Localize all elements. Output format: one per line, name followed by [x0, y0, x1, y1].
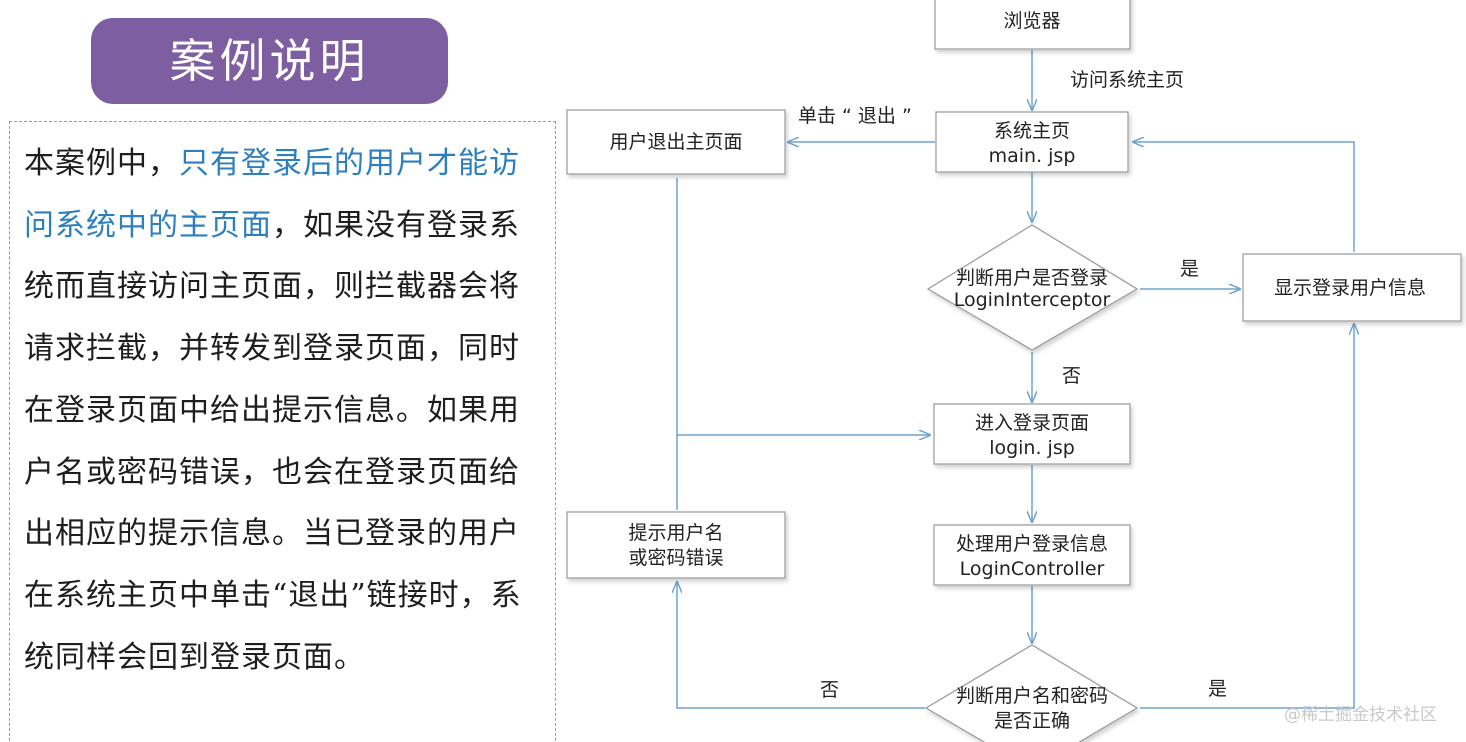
node-process-login — [933, 524, 1131, 586]
description-part1: 本案例中， — [24, 146, 179, 181]
no-label-1: 否 — [1062, 365, 1081, 387]
check-password-label-line1: 判断用户名和密码 — [956, 685, 1108, 707]
node-check-password — [924, 644, 1139, 742]
logout-page-label: 用户退出主页面 — [609, 131, 742, 153]
no-label-2: 否 — [820, 679, 839, 701]
arrow-check-pwd-to-show-info — [1140, 324, 1354, 709]
slide-title: 案例说明 — [91, 18, 448, 104]
flow-nodes — [566, 0, 1462, 742]
node-home-page — [935, 111, 1129, 173]
error-tip-label-line1: 提示用户名 — [628, 522, 723, 544]
visit-home-label: 访问系统主页 — [1070, 69, 1184, 91]
check-login-label-line2: LoginInterceptor — [954, 289, 1111, 311]
arrow-check-pwd-to-error — [677, 582, 925, 709]
browser-label: 浏览器 — [1003, 10, 1060, 32]
check-password-label-line2: 是否正确 — [994, 710, 1070, 732]
logout-click-label: 单击 “ 退出 ” — [798, 105, 912, 127]
node-login-page — [933, 403, 1131, 465]
description-text: 本案例中，只有登录后的用户才能访问系统中的主页面，如果没有登录系统而直接访问主页… — [24, 133, 544, 688]
node-browser — [934, 0, 1131, 50]
description-highlight: 只有登录后的用户才能访问系统中的主页面 — [24, 146, 520, 243]
check-login-label-line1: 判断用户是否登录 — [956, 267, 1108, 289]
show-info-label: 显示登录用户信息 — [1274, 277, 1426, 299]
process-label-line1: 处理用户登录信息 — [956, 533, 1108, 555]
description-frame — [9, 121, 556, 742]
error-tip-label-line2: 或密码错误 — [628, 547, 723, 569]
description-part2: ，如果没有登录系统而直接访问主页面，则拦截器会将请求拦截，并转发到登录页面，同时… — [24, 207, 522, 675]
node-check-login — [926, 224, 1139, 351]
flow-edge-labels: 访问系统主页 单击 “ 退出 ” 是 否 否 是 — [798, 69, 1227, 701]
home-label-line2: main. jsp — [989, 145, 1076, 167]
node-error-tip — [566, 511, 786, 579]
login-page-label-line2: login. jsp — [989, 437, 1075, 459]
node-show-user-info — [1242, 253, 1462, 322]
yes-label-2: 是 — [1208, 678, 1227, 700]
watermark: @稀土掘金技术社区 — [1284, 705, 1437, 725]
flow-labels: 浏览器 用户退出主页面 系统主页 main. jsp 判断用户是否登录 Logi… — [609, 10, 1426, 732]
arrow-show-info-to-home — [1133, 142, 1355, 252]
login-page-label-line1: 进入登录页面 — [975, 412, 1089, 434]
process-label-line2: LoginController — [960, 558, 1105, 580]
home-label-line1: 系统主页 — [994, 120, 1070, 142]
node-logout-page — [566, 109, 786, 175]
flow-connectors — [677, 50, 1355, 709]
yes-label-1: 是 — [1180, 258, 1199, 280]
